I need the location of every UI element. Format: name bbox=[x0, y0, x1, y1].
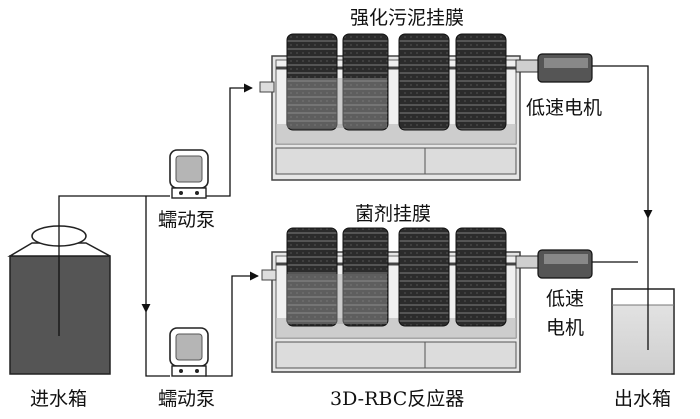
top-reactor-title: 强化污泥挂膜 bbox=[350, 7, 464, 29]
peristaltic-pump-top bbox=[169, 149, 209, 199]
reactor-name-label: 3D-RBC反应器 bbox=[330, 388, 464, 410]
motor-bottom-label-line2: 电机 bbox=[546, 317, 584, 339]
outlet-tank-label: 出水箱 bbox=[614, 388, 671, 410]
pump-bottom-label: 蠕动泵 bbox=[158, 388, 215, 410]
reactor-top bbox=[259, 33, 593, 181]
motor-top-label: 低速电机 bbox=[526, 97, 602, 119]
outlet-tank bbox=[611, 288, 675, 375]
pump-top-label: 蠕动泵 bbox=[158, 209, 215, 231]
inlet-tank bbox=[7, 212, 111, 375]
inlet-tank-label: 进水箱 bbox=[30, 388, 87, 410]
bottom-reactor-title: 菌剂挂膜 bbox=[355, 203, 431, 225]
peristaltic-pump-bottom bbox=[169, 327, 209, 377]
motor-bottom-label-line1: 低速 bbox=[546, 288, 584, 310]
reactor-bottom bbox=[261, 227, 593, 373]
